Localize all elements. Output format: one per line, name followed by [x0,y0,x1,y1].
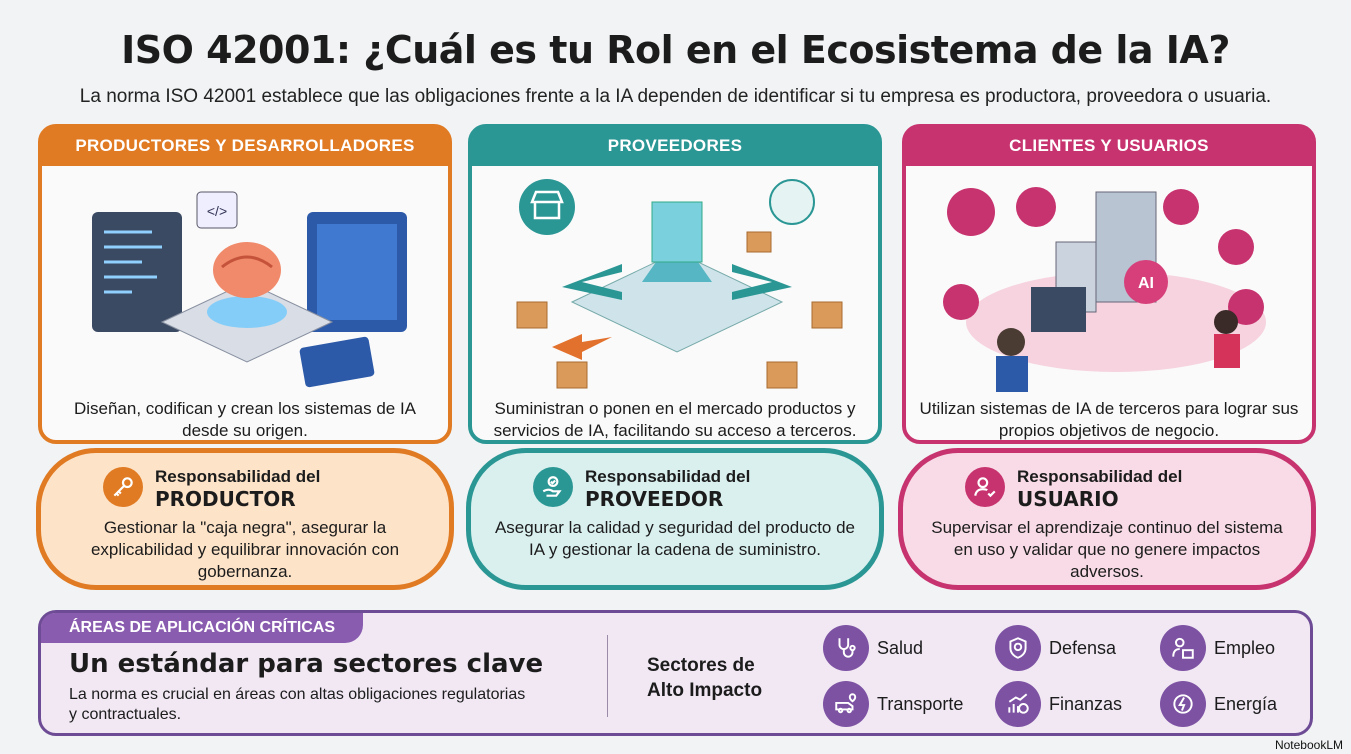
person-briefcase-icon [1160,625,1206,671]
sector-label: Defensa [1049,637,1117,658]
critical-areas-tag: ÁREAS DE APLICACIÓN CRÍTICAS [41,613,364,643]
sector-label: Salud [877,637,924,658]
card-header: PROVEEDORES [472,128,878,166]
finance-chart-icon [995,681,1041,727]
responsibility-role: USUARIO [1017,487,1119,511]
responsibility-proveedor: Responsabilidad del PROVEEDOR Asegurar l… [466,448,884,590]
notebooklm-brand: NotebookLM [1274,738,1343,752]
responsibility-productor: Responsabilidad del PRODUCTOR Gestionar … [36,448,454,590]
sector-label: Empleo [1214,637,1276,658]
sector-energia: Energía [1160,681,1277,727]
sector-label: Transporte [877,693,964,714]
sector-salud: Salud [823,625,923,671]
business-users-illustration: AI [943,187,1266,392]
van-location-icon [823,681,869,727]
energy-bolt-icon [1160,681,1206,727]
sectors-title-line1: Sectores de [647,655,755,676]
responsibility-role: PRODUCTOR [155,487,296,511]
hand-check-icon [533,467,573,507]
responsibility-text: Asegurar la calidad y seguridad del prod… [494,518,856,559]
critical-areas-text: La norma es crucial en áreas con altas o… [69,686,526,723]
card-description: Suministran o ponen en el mercado produc… [493,399,857,440]
card-productores: PRODUCTORES Y DESARROLLADORES </> Diseña… [38,124,452,444]
sector-defensa: Defensa [995,625,1116,671]
divider [607,635,608,717]
responsibility-usuario: Responsabilidad del USUARIO Supervisar e… [898,448,1316,590]
sectors-title: Sectores de Alto Impacto [647,653,762,703]
card-header: CLIENTES Y USUARIOS [906,128,1312,166]
sector-label: Finanzas [1049,693,1123,714]
responsibility-role: PROVEEDOR [585,487,724,511]
responsibility-text: Supervisar el aprendizaje continuo del s… [931,518,1283,581]
critical-areas-heading: Un estándar para sectores clave [69,649,544,679]
sector-transporte: Transporte [823,681,963,727]
supply-platform-illustration [516,179,843,389]
sector-empleo: Empleo [1160,625,1275,671]
shield-gear-icon [995,625,1041,671]
user-check-icon [965,467,1005,507]
page-title: ISO 42001: ¿Cuál es tu Rol en el Ecosist… [121,28,1230,72]
key-icon [103,467,143,507]
card-description: Diseñan, codifican y crean los sistemas … [73,399,417,440]
responsibility-label: Responsabilidad del [585,467,751,486]
card-description: Utilizan sistemas de IA de terceros para… [919,399,1299,440]
responsibility-label: Responsabilidad del [1017,467,1183,486]
page-subtitle: La norma ISO 42001 establece que las obl… [79,86,1272,107]
stethoscope-icon [823,625,869,671]
sectors-title-line2: Alto Impacto [647,680,763,701]
card-usuarios: CLIENTES Y USUARIOS AI Utilizan sistemas… [902,124,1316,444]
sector-label: Energía [1214,693,1278,714]
card-proveedores: PROVEEDORES Suministran o ponen en el me… [468,124,882,444]
critical-areas-panel: ÁREAS DE APLICACIÓN CRÍTICAS Un estándar… [38,610,1313,736]
responsibility-text: Gestionar la "caja negra", asegurar la e… [90,518,400,581]
developer-workstation-illustration: </> [92,191,407,388]
sector-finanzas: Finanzas [995,681,1122,727]
card-header: PRODUCTORES Y DESARROLLADORES [42,128,448,166]
svg-text:</>: </> [207,203,227,219]
responsibility-label: Responsabilidad del [155,467,321,486]
svg-text:AI: AI [1138,275,1154,292]
